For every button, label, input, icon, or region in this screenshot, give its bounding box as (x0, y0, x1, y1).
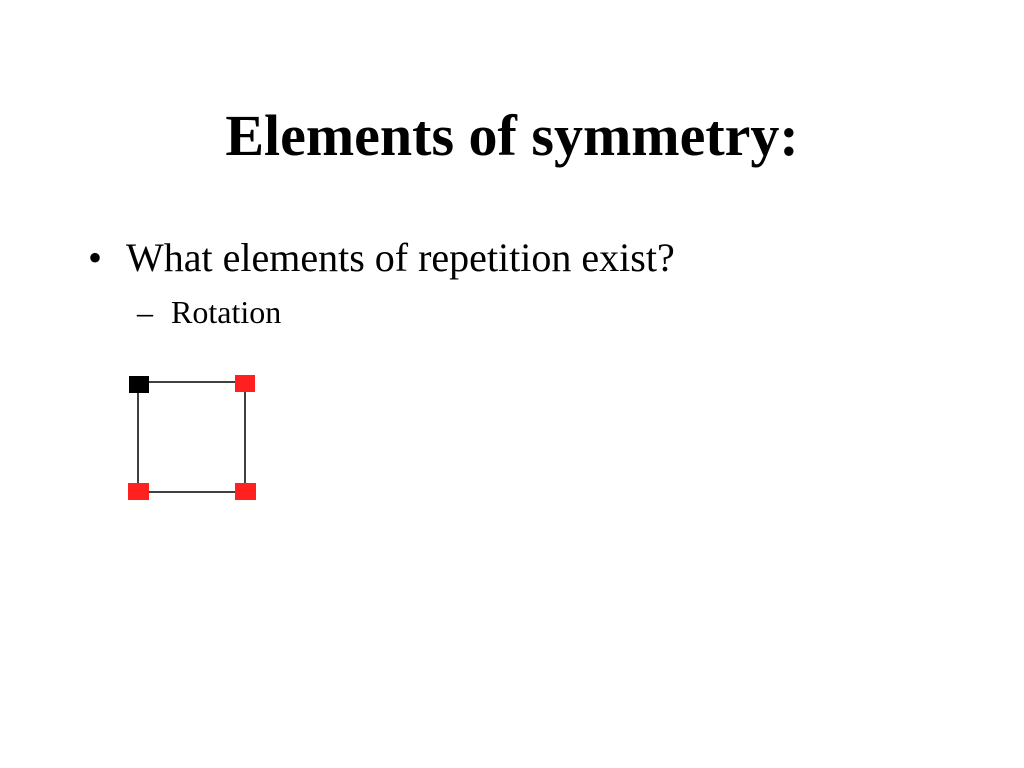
bullet-marker: • (88, 235, 103, 280)
corner-marker-bottom-left (128, 483, 149, 500)
square-outline (137, 381, 246, 493)
sub-bullet-item: –Rotation (137, 294, 281, 330)
sub-bullet-text: Rotation (171, 294, 282, 330)
bullet-text: What elements of repetition exist? (126, 235, 675, 280)
sub-bullet-marker: – (137, 294, 153, 330)
corner-marker-top-right (235, 375, 255, 392)
corner-marker-top-left (129, 376, 149, 393)
bullet-item: • What elements of repetition exist? (88, 230, 675, 286)
slide-title: Elements of symmetry: (225, 103, 799, 168)
rotation-square-diagram (128, 375, 256, 500)
corner-marker-bottom-right (235, 483, 256, 500)
